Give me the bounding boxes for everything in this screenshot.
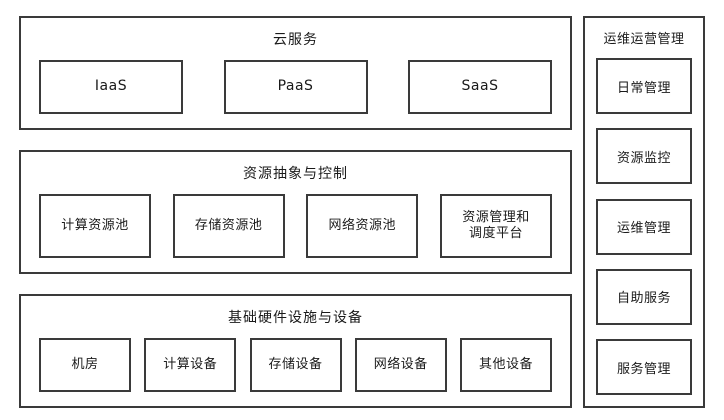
- cell-network-resource-pool[interactable]: 网络资源池: [306, 194, 419, 258]
- sidebar-item-ops-management[interactable]: 运维管理: [596, 198, 692, 255]
- cell-storage-device[interactable]: 存储设备: [249, 338, 342, 392]
- sidebar-operations-management: 运维运营管理 日常管理 资源监控 运维管理 自助服务 服务管理: [583, 16, 705, 408]
- layer-resource-abstraction: 资源抽象与控制 计算资源池 存储资源池 网络资源池 资源管理和 调度平台: [19, 150, 572, 274]
- layer-items-resource-abstraction: 计算资源池 存储资源池 网络资源池 资源管理和 调度平台: [21, 194, 570, 272]
- cell-other-device[interactable]: 其他设备: [460, 338, 552, 392]
- cell-storage-resource-pool[interactable]: 存储资源池: [172, 194, 285, 258]
- sidebar-item-daily-management[interactable]: 日常管理: [596, 58, 692, 114]
- cell-network-device[interactable]: 网络设备: [354, 338, 447, 392]
- layer-title-resource-abstraction: 资源抽象与控制: [243, 166, 348, 182]
- cell-resource-management-scheduling-platform[interactable]: 资源管理和 调度平台: [439, 194, 552, 258]
- layer-hardware-infrastructure: 基础硬件设施与设备 机房 计算设备 存储设备 网络设备 其他设备: [19, 294, 572, 408]
- cell-data-center-room[interactable]: 机房: [39, 338, 131, 392]
- layer-items-cloud-services: IaaS PaaS SaaS: [21, 60, 570, 128]
- cell-paas[interactable]: PaaS: [223, 60, 368, 114]
- layer-title-cloud-services: 云服务: [273, 32, 318, 48]
- layer-items-hardware-infrastructure: 机房 计算设备 存储设备 网络设备 其他设备: [21, 338, 570, 406]
- sidebar-item-resource-monitoring[interactable]: 资源监控: [596, 128, 692, 185]
- cell-saas[interactable]: SaaS: [408, 60, 552, 114]
- sidebar-title: 运维运营管理: [603, 32, 685, 47]
- sidebar-item-service-management[interactable]: 服务管理: [596, 339, 692, 395]
- sidebar-item-self-service[interactable]: 自助服务: [596, 268, 692, 325]
- cell-compute-device[interactable]: 计算设备: [144, 338, 237, 392]
- layer-cloud-services: 云服务 IaaS PaaS SaaS: [19, 16, 572, 130]
- layer-stack: 云服务 IaaS PaaS SaaS 资源抽象与控制 计算资源池 存储资源池 网…: [19, 16, 572, 408]
- cell-iaas[interactable]: IaaS: [39, 60, 183, 114]
- cell-compute-resource-pool[interactable]: 计算资源池: [39, 194, 151, 258]
- layer-title-hardware-infrastructure: 基础硬件设施与设备: [228, 310, 363, 326]
- sidebar-item-list: 日常管理 资源监控 运维管理 自助服务 服务管理: [585, 58, 703, 406]
